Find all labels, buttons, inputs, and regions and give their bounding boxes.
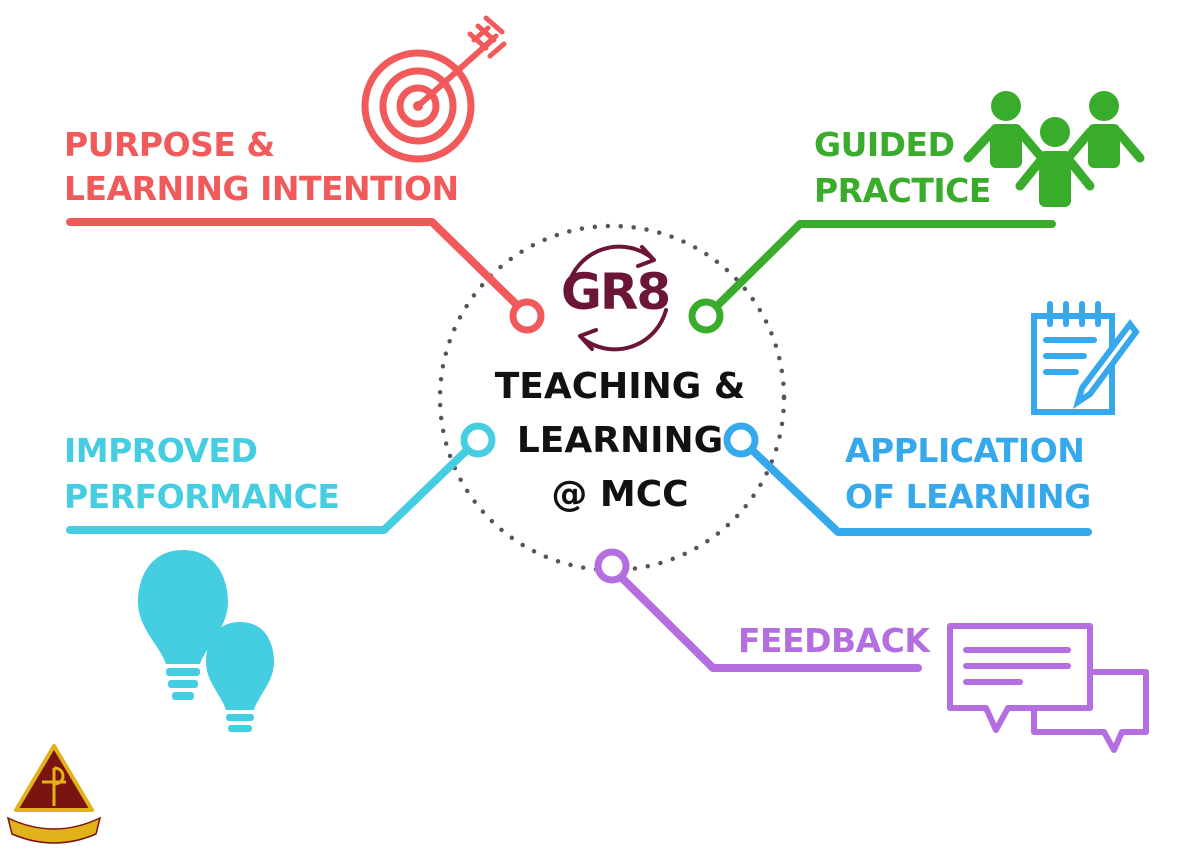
center-title-line-3: @ MCC <box>551 474 689 515</box>
label-application-line-1: APPLICATION <box>845 431 1085 470</box>
speech-bubbles-icon <box>947 623 1149 753</box>
node-purpose <box>509 298 545 334</box>
cycle-arrows-icon <box>566 244 668 352</box>
school-crest-icon <box>6 744 102 844</box>
label-guided-line-1: GUIDED <box>814 125 955 164</box>
node-improved <box>460 422 496 458</box>
label-guided-line-2: PRACTICE <box>814 171 991 210</box>
connector-guided <box>714 220 1056 309</box>
node-feedback <box>594 548 630 584</box>
label-purpose-line-1: PURPOSE & <box>64 125 275 164</box>
gr8-logo: GR8 <box>560 263 671 321</box>
label-improved-line-2: PERFORMANCE <box>64 477 340 516</box>
lightbulb-icon <box>138 550 274 732</box>
center-dotted-circle <box>437 223 787 573</box>
target-icon <box>361 15 507 163</box>
node-application <box>723 422 759 458</box>
node-guided <box>688 298 724 334</box>
center-title-line-1: TEACHING & <box>494 366 746 407</box>
label-purpose-line-2: LEARNING INTENTION <box>64 169 459 208</box>
connector-application <box>748 446 1092 536</box>
label-feedback: FEEDBACK <box>738 621 930 660</box>
connector-feedback <box>618 574 922 672</box>
label-application-line-2: OF LEARNING <box>845 477 1091 516</box>
center-title-line-2: LEARNING <box>516 420 724 461</box>
notepad-pencil-icon <box>1031 301 1140 415</box>
connector-improved <box>66 447 470 534</box>
label-improved-line-1: IMPROVED <box>64 431 258 470</box>
people-icon <box>963 91 1145 207</box>
connector-purpose <box>66 218 521 309</box>
